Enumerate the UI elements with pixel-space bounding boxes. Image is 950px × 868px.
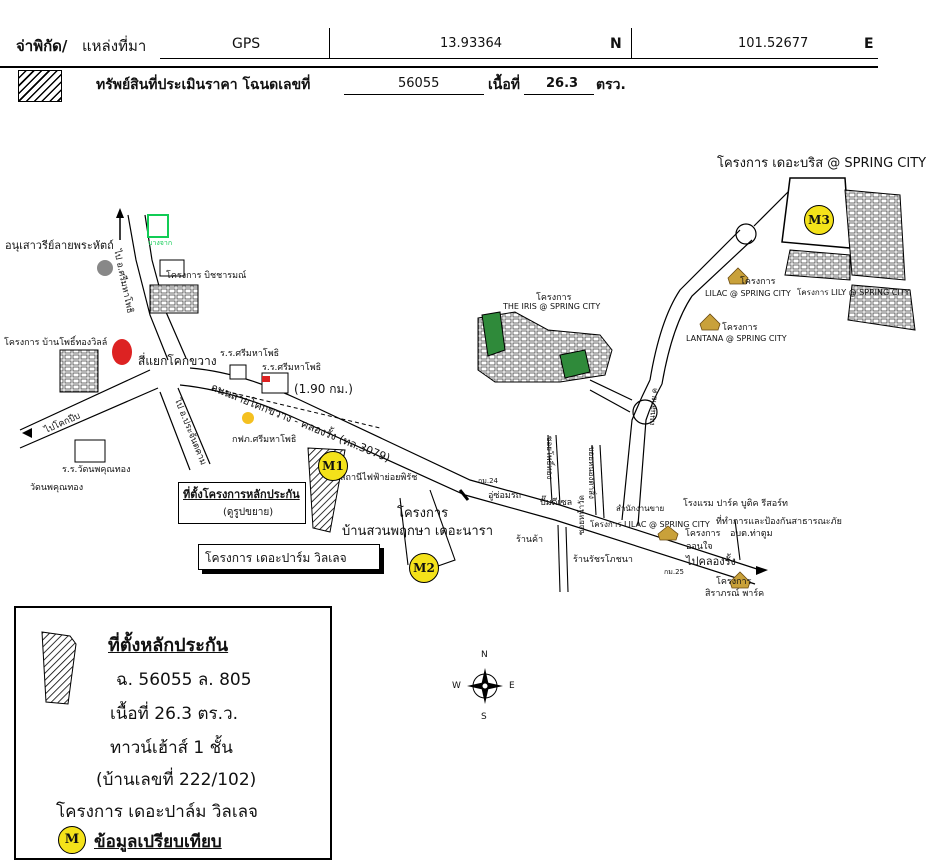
label-km25: กม.25: [664, 568, 684, 576]
legend-house-no: (บ้านเลขที่ 222/102): [96, 770, 257, 790]
collateral-callout: ที่ตั้งโครงการหลักประกัน (ดูรูปขยาย): [178, 482, 306, 524]
label-iris-name: THE IRIS @ SPRING CITY: [503, 302, 601, 311]
label-lilac-name: LILAC @ SPRING CITY: [705, 289, 791, 298]
label-project-lilac2: โครงการ LILAC @ SPRING CITY: [590, 520, 710, 529]
label-project-sirarom: โครงการ: [716, 577, 752, 587]
label-hotel: โรงแรม ปาร์ค บูติค รีสอร์ท: [683, 499, 788, 509]
hatch-legend-box: [18, 70, 62, 102]
label-intersection: สี่แยกโคกขวาง: [138, 354, 217, 368]
compass-e: E: [509, 681, 515, 691]
label-lily-name: โครงการ LILY @ SPRING CITY: [797, 288, 910, 297]
legend-project: โครงการ เดอะปาล์ม วิลเลจ: [56, 802, 259, 822]
asset-label: ทรัพย์สินที่ประเมินราคา โฉนดเลขที่: [96, 77, 311, 93]
source-label: แหล่งที่มา: [82, 37, 147, 55]
label-project-suan2: บ้านสวนพฤกษา เดอะนารา: [342, 524, 494, 539]
compass-n: N: [481, 650, 488, 660]
label-palm-village: โครงการ เดอะปาร์ม วิลเลจ: [205, 551, 347, 565]
road-spring-city: [589, 179, 801, 526]
legend-comparison: ข้อมูลเปรียบเทียบ: [94, 832, 222, 852]
label-distance: (1.90 กม.): [294, 382, 353, 396]
label-km24: กม.24: [478, 477, 498, 485]
label-iris-project: โครงการ: [536, 293, 572, 303]
longitude-value: 101.52677: [738, 36, 809, 51]
legend-marker: M: [58, 826, 86, 854]
label-lantana-name: LANTANA @ SPRING CITY: [686, 334, 787, 343]
palm-village-box: โครงการ เดอะปาร์ม วิลเลจ: [198, 544, 380, 570]
marker-m3: M3: [804, 205, 834, 235]
compass-rose: [467, 668, 503, 704]
latitude-value: 13.93364: [440, 36, 503, 51]
bangchak-logo: [147, 214, 169, 238]
label-power-station: สถานีไฟฟ้าย่อยพิรัช: [340, 473, 418, 483]
area-unit: ตรว.: [596, 77, 626, 93]
label-zoom: (ดูรูปขยาย): [223, 507, 274, 518]
ptt-logo: [112, 339, 132, 365]
label-road-soi: ซอยโพธิ์ทอง: [545, 436, 554, 480]
coord-label: จ่าพิกัด/: [16, 37, 68, 55]
label-electric: กฟภ.ศรีมหาโพธิ: [232, 435, 297, 445]
label-lantana-project: โครงการ: [722, 323, 758, 333]
label-monument: อนุเสาวรีย์ลายพระหัตถ์: [5, 239, 114, 252]
label-school1: ร.ร.ศรีมหาโพธิ: [220, 349, 280, 359]
road-main: [179, 367, 761, 585]
legend-box: ที่ตั้งหลักประกัน ฉ. 56055 ล. 805 เนื้อท…: [14, 606, 332, 860]
deed-number: 56055: [398, 76, 440, 91]
road-prachin: [159, 387, 211, 471]
longitude-direction: E: [864, 36, 874, 52]
label-project-suan: โครงการ: [397, 506, 449, 521]
label-lilac-project: โครงการ: [740, 277, 776, 287]
label-bangchak: บางจาก: [148, 239, 173, 247]
compass-w: W: [452, 681, 461, 691]
label-shop: ร้านค้า: [516, 535, 544, 545]
label-road-klongrang: ไปคลองรั้ง: [686, 555, 736, 568]
label-bodrisa: โครงการ เดอะบริส @ SPRING CITY: [717, 156, 927, 171]
electric-logo: [242, 412, 254, 424]
marker-m1: M1: [318, 451, 348, 481]
label-collateral-location: ที่ตั้งโครงการหลักประกัน: [183, 488, 300, 501]
label-gas-station: ปั๊มดีเซล: [540, 498, 573, 508]
label-project-banhom: โครงการ: [685, 529, 721, 539]
label-office-sale: สำนักงานขาย: [616, 504, 665, 513]
latitude-direction: N: [610, 36, 622, 52]
legend-hatch-shape: [41, 631, 77, 705]
side-roads: [399, 434, 741, 593]
source-value: GPS: [232, 36, 261, 52]
label-banpho: โครงการ บ้านโพธิ์ทองวิลล์: [4, 338, 108, 348]
label-school-wat: ร.ร.วัดนพคุณทอง: [62, 465, 131, 475]
legend-type: ทาวน์เฮ้าส์ 1 ชั้น: [110, 738, 233, 758]
label-disaster-office: ที่ทำการและป้องกันสาธารณะภัย: [716, 517, 842, 527]
legend-title: ที่ตั้งหลักประกัน: [108, 635, 229, 656]
label-garage: อู่ซ่อมรถ: [488, 491, 522, 501]
label-project-sirarom2: สิราภรณ์ พาร์ค: [705, 589, 765, 599]
monument-icon: [97, 260, 113, 276]
road-kokpip: [19, 369, 159, 449]
label-project-banhom2: ออนใจ: [686, 542, 713, 552]
label-shop-wat: ร้านรัชรโภชนา: [573, 555, 633, 565]
label-road-soi2: ซอยหนองตาสิ่ง: [587, 446, 596, 499]
label-bisarom: โครงการ บิชชารมณ์: [166, 271, 247, 281]
legend-deed: ฉ. 56055 ล. 805: [116, 670, 252, 690]
label-obt: อบต.ท่าตูม: [730, 529, 773, 539]
area-value: 26.3: [546, 76, 579, 91]
area-label: เนื้อที่: [488, 77, 520, 93]
marker-m2: M2: [409, 553, 439, 583]
legend-area: เนื้อที่ 26.3 ตร.ว.: [110, 704, 239, 724]
label-road-soi3: ซอยหน้าวัด: [577, 495, 586, 535]
compass-s: S: [481, 712, 487, 722]
label-temple: วัดนพคุณทอง: [30, 483, 84, 493]
label-school2: ร.ร.ศรีมหาโพธิ: [262, 363, 322, 373]
